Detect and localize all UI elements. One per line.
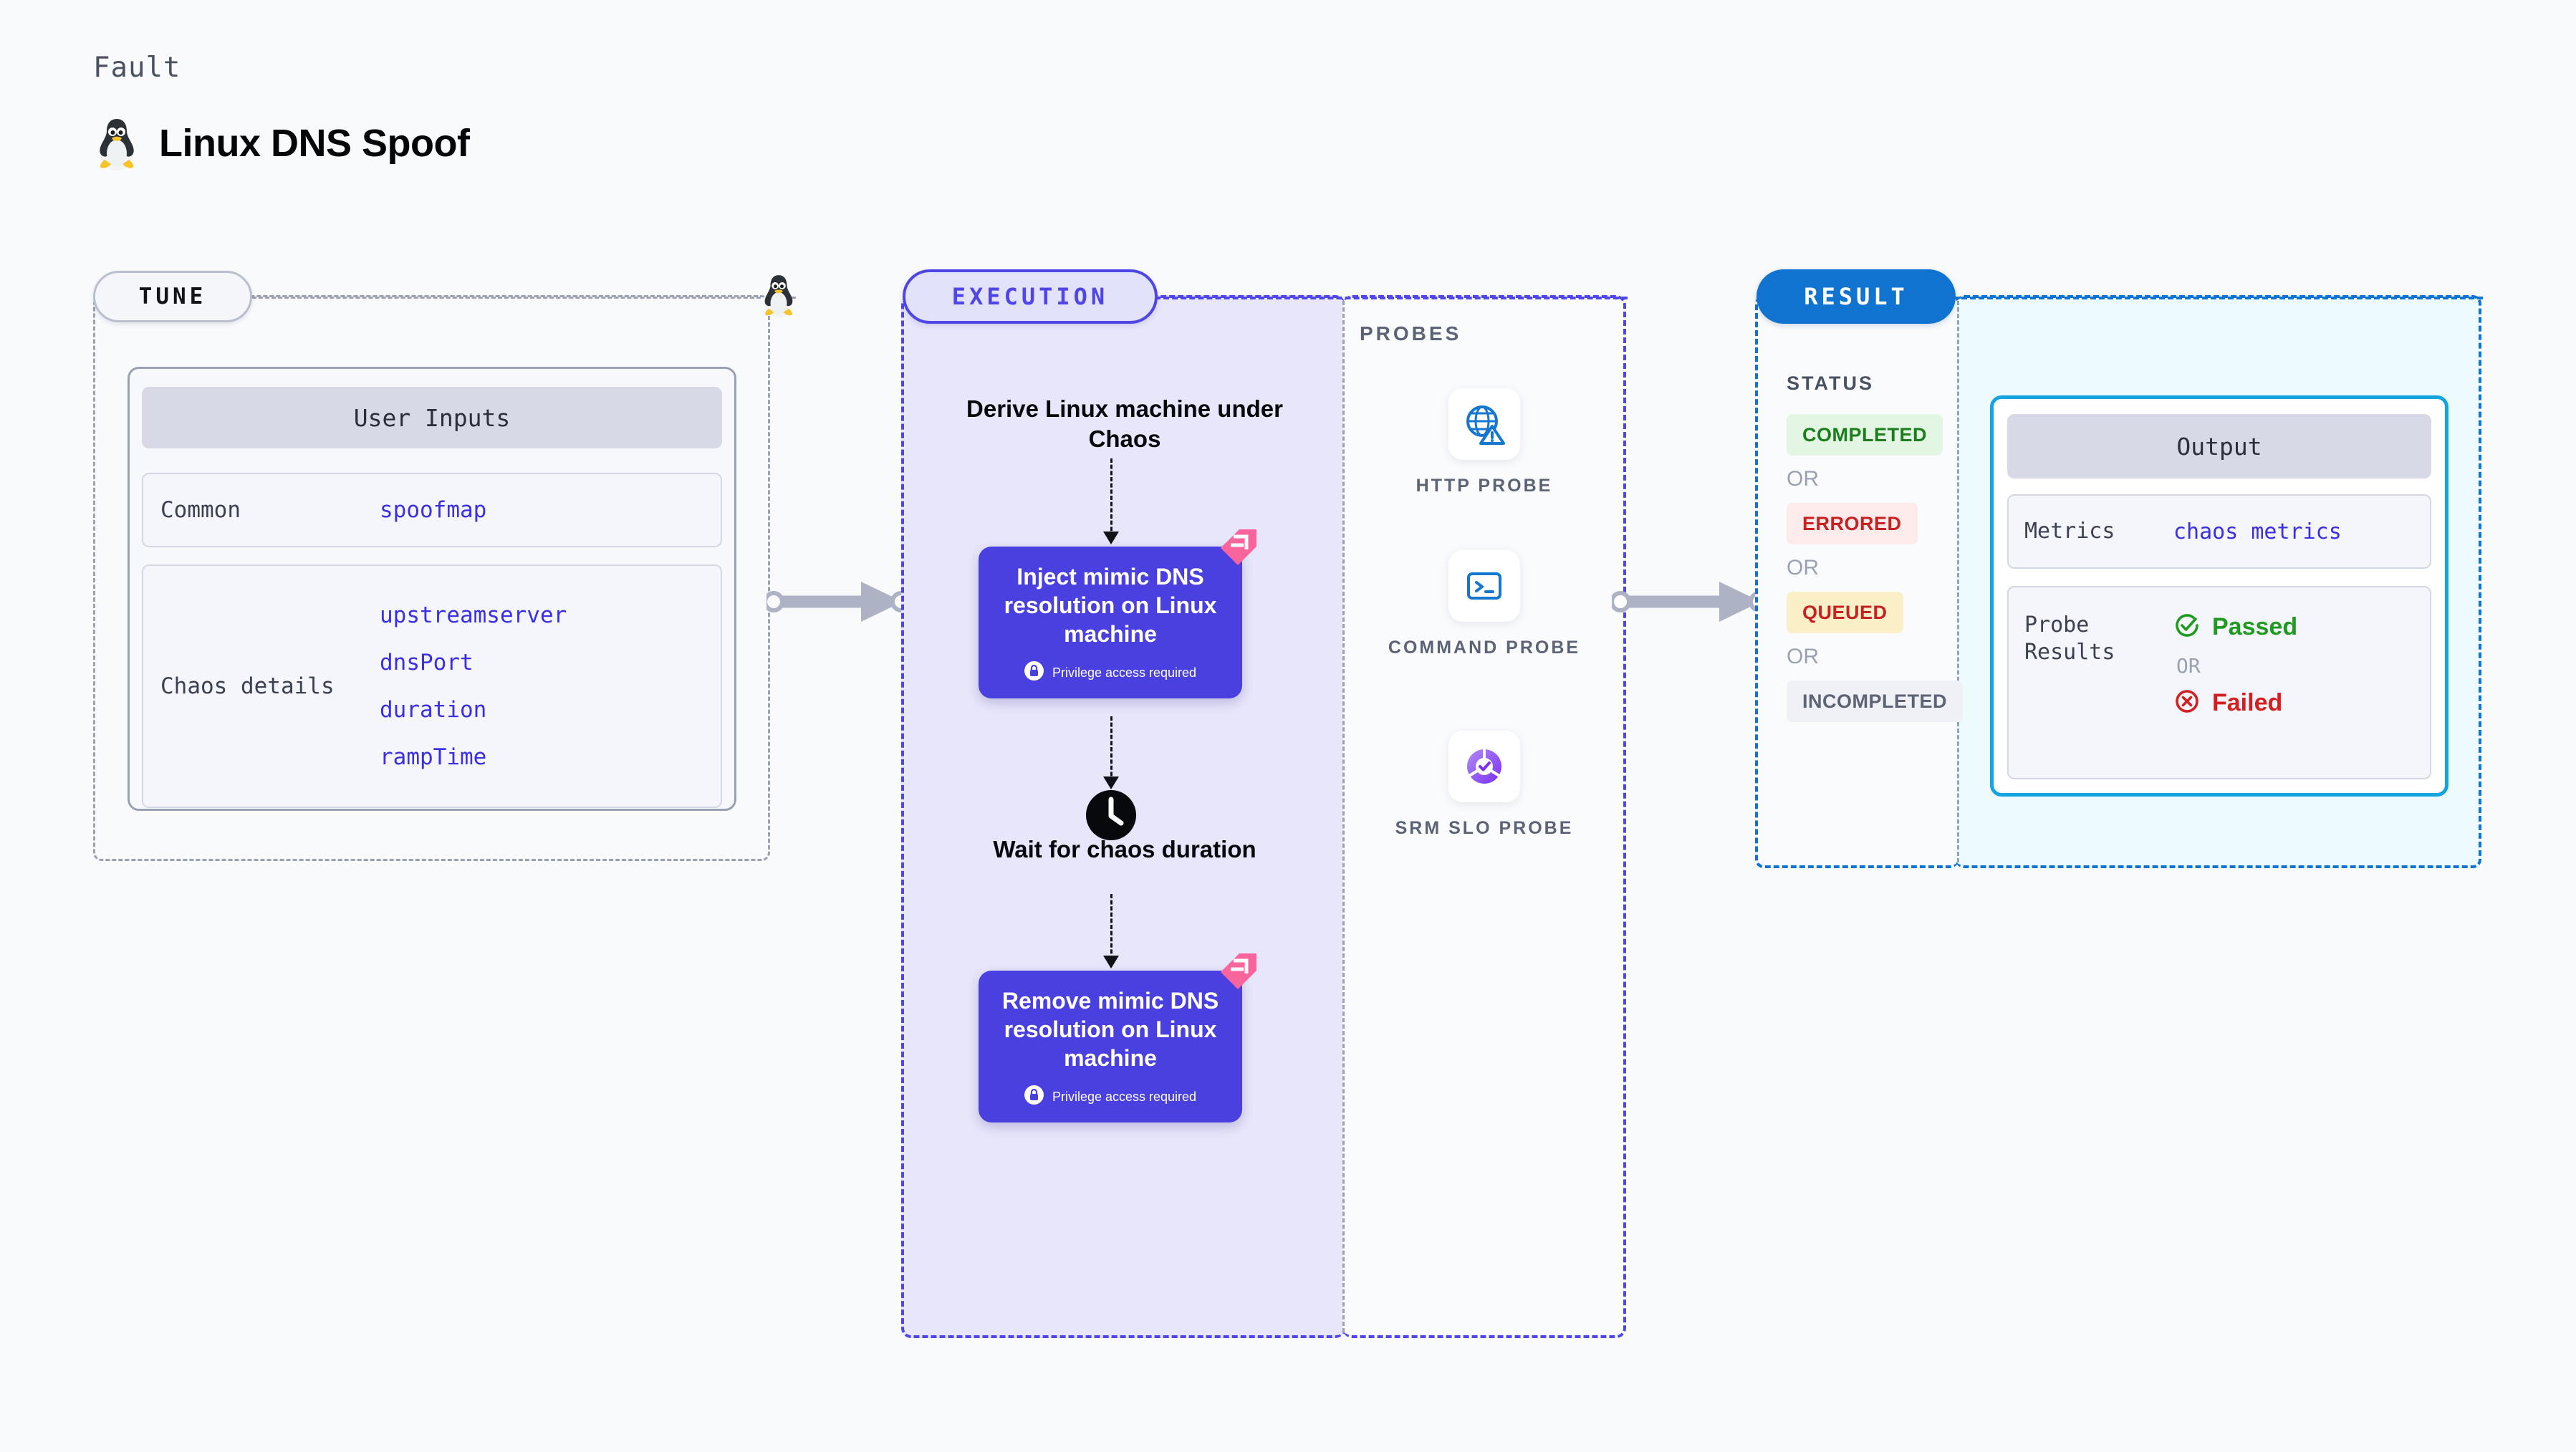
privilege-badge: Privilege access required xyxy=(997,1085,1224,1108)
probe-result-failed: Failed xyxy=(2173,688,2297,718)
param-label: Common xyxy=(160,496,241,523)
param-values: upstreamserver dnsPort duration rampTime xyxy=(380,602,567,770)
execution-pill[interactable]: EXECUTION xyxy=(903,269,1158,324)
status-list: COMPLETED OR ERRORED OR QUEUED OR INCOMP… xyxy=(1787,414,1964,722)
arrow-tune-to-execution xyxy=(763,573,912,634)
wait-clock-icon xyxy=(1084,788,1138,846)
output-row-probe-results: Probe Results Passed OR Failed xyxy=(2007,586,2431,779)
tune-panel xyxy=(93,295,770,861)
slo-donut-check-icon xyxy=(1448,731,1520,802)
chaos-fault-ribbon-icon xyxy=(1215,951,1259,996)
arrow-execution-to-result xyxy=(1610,573,1770,634)
param-value[interactable]: dnsPort xyxy=(380,650,474,675)
status-or-label: OR xyxy=(1787,467,1819,491)
probe-label: SRM SLO PROBE xyxy=(1395,818,1574,838)
probe-result-passed: Passed xyxy=(2173,612,2297,643)
output-row-metrics[interactable]: Metrics chaos metrics xyxy=(2007,494,2431,569)
user-inputs-title: User Inputs xyxy=(142,387,722,448)
probes-panel xyxy=(1342,295,1626,1338)
arrowhead-down-icon xyxy=(1102,530,1120,549)
linux-tux-icon xyxy=(93,116,140,170)
status-badge-queued: QUEUED xyxy=(1787,592,1903,633)
param-label: Chaos details xyxy=(160,673,335,699)
probes-section-label: PROBES xyxy=(1360,322,1462,345)
privilege-badge: Privilege access required xyxy=(997,661,1224,684)
probe-label: HTTP PROBE xyxy=(1416,476,1553,496)
execution-card-title: Remove mimic DNS resolution on Linux mac… xyxy=(1001,988,1219,1071)
probe-item-command[interactable]: COMMAND PROBE xyxy=(1342,550,1626,660)
check-circle-icon xyxy=(2173,612,2201,643)
tune-top-dashed-line xyxy=(252,297,761,299)
connector-derive-to-inject xyxy=(1110,458,1112,537)
probes-divider xyxy=(1342,301,1345,1332)
output-label: Probe Results xyxy=(2024,612,2115,665)
result-status-panel xyxy=(1755,295,1959,868)
x-circle-icon xyxy=(2173,688,2201,718)
param-value[interactable]: rampTime xyxy=(380,744,487,770)
param-row-common[interactable]: Common spoofmap xyxy=(142,473,722,547)
output-metrics-value[interactable]: chaos metrics xyxy=(2173,519,2342,544)
status-section-label: STATUS xyxy=(1787,372,1874,394)
connector-wait-to-remove xyxy=(1110,894,1112,960)
probe-result-or-label: OR xyxy=(2176,654,2201,678)
execution-top-dashed-line xyxy=(1155,297,1628,299)
output-title: Output xyxy=(2007,414,2431,479)
chaos-fault-ribbon-icon xyxy=(1215,527,1259,572)
status-or-label: OR xyxy=(1787,556,1819,580)
lock-icon xyxy=(1024,1085,1044,1108)
derive-step-label: Derive Linux machine under Chaos xyxy=(966,395,1283,453)
status-badge-errored: ERRORED xyxy=(1787,503,1918,544)
execution-card-title: Inject mimic DNS resolution on Linux mac… xyxy=(1004,564,1217,647)
probe-item-srm-slo[interactable]: SRM SLO PROBE xyxy=(1342,731,1626,840)
connector-inject-to-wait xyxy=(1110,716,1112,782)
page-eyebrow-label: Fault xyxy=(93,52,181,84)
terminal-icon xyxy=(1448,550,1520,622)
execution-card-remove[interactable]: Remove mimic DNS resolution on Linux mac… xyxy=(979,953,1256,1122)
param-row-chaos-details[interactable]: Chaos details upstreamserver dnsPort dur… xyxy=(142,564,722,808)
param-value[interactable]: duration xyxy=(380,697,487,723)
globe-warning-icon xyxy=(1448,388,1520,460)
output-label: Metrics xyxy=(2024,519,2115,544)
probe-item-http[interactable]: HTTP PROBE xyxy=(1342,388,1626,498)
status-or-label: OR xyxy=(1787,645,1819,668)
privilege-badge-text: Privilege access required xyxy=(1052,1089,1197,1104)
probe-result-passed-text: Passed xyxy=(2212,613,2298,640)
probe-results-values: Passed OR Failed xyxy=(2173,612,2297,718)
page-title: Linux DNS Spoof xyxy=(159,122,470,165)
page-title-row: Linux DNS Spoof xyxy=(93,116,470,170)
result-divider xyxy=(1957,301,1959,862)
privilege-badge-text: Privilege access required xyxy=(1052,665,1197,680)
tune-pill[interactable]: TUNE xyxy=(93,271,252,322)
result-pill[interactable]: RESULT xyxy=(1756,269,1956,324)
arrowhead-down-icon xyxy=(1102,954,1120,973)
status-badge-completed: COMPLETED xyxy=(1787,414,1943,456)
lock-icon xyxy=(1024,661,1044,684)
result-top-dashed-line xyxy=(1953,297,2483,299)
wait-step-label: Wait for chaos duration xyxy=(993,836,1256,862)
execution-card-inject[interactable]: Inject mimic DNS resolution on Linux mac… xyxy=(979,529,1256,698)
param-value[interactable]: spoofmap xyxy=(380,497,487,523)
probe-result-failed-text: Failed xyxy=(2212,689,2283,716)
param-value[interactable]: upstreamserver xyxy=(380,602,567,628)
linux-tux-marker-icon xyxy=(759,272,798,322)
arrowhead-down-icon xyxy=(1102,775,1120,794)
param-values: spoofmap xyxy=(380,497,486,523)
probe-label: COMMAND PROBE xyxy=(1388,638,1581,658)
status-badge-incompleted: INCOMPLETED xyxy=(1787,681,1964,722)
